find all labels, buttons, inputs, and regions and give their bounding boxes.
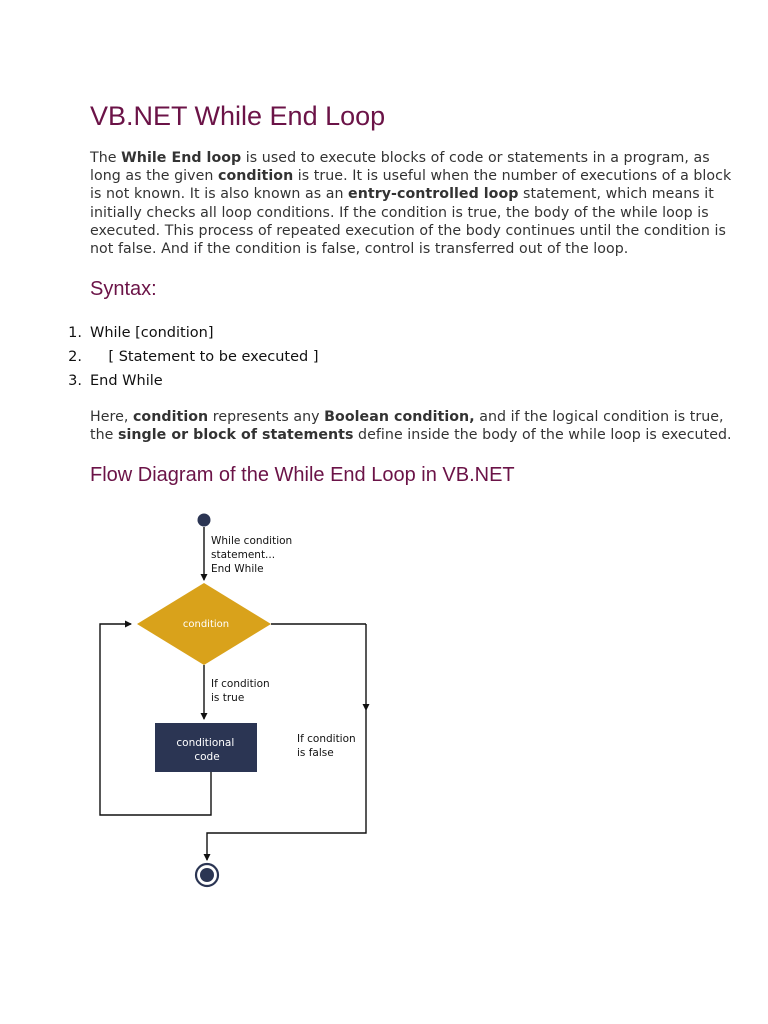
code-text: End While: [90, 373, 163, 389]
text-run: executed. This process of repeated execu…: [90, 222, 726, 239]
text-run: and if the logical condition is true,: [474, 409, 724, 425]
bold-term: single or block of statements: [118, 427, 354, 444]
intro-paragraph: The While End loop is used to execute bl…: [90, 149, 731, 258]
code-text: [ Statement to be executed ]: [90, 349, 319, 365]
code-text: While [condition]: [90, 325, 214, 341]
process-box: [155, 723, 257, 772]
line-number: 2.: [68, 349, 82, 365]
entry-label-line: While condition: [211, 535, 292, 547]
end-node: [200, 868, 214, 882]
explanation-paragraph: Here, condition represents any Boolean c…: [90, 408, 732, 444]
true-label-line: If condition: [211, 678, 270, 690]
line-number: 3.: [68, 373, 82, 389]
syntax-line: 3. End While: [0, 370, 400, 392]
process-label: conditional code: [176, 737, 237, 763]
true-label: If condition is true: [211, 678, 273, 704]
bold-term: condition: [218, 168, 294, 185]
paragraph-line: executed. This process of repeated execu…: [90, 223, 726, 239]
syntax-line: 1. While [condition]: [0, 322, 400, 344]
false-path-exit: [203, 710, 367, 861]
bold-term: Boolean condition,: [324, 409, 475, 425]
bold-term: condition: [132, 409, 209, 425]
process-label-line: conditional: [176, 737, 234, 749]
page-title: VB.NET While End Loop: [90, 101, 386, 131]
text-run: is true. It is useful when the number of…: [293, 168, 732, 185]
text-run: not false. And if the condition is false…: [90, 241, 629, 258]
decision-label: condition: [183, 619, 229, 630]
text-run: long as the given: [90, 168, 218, 185]
syntax-line: 2. [ Statement to be executed ]: [0, 346, 400, 368]
paragraph-line: the single or block of statements define…: [90, 427, 732, 443]
process-label-line: code: [194, 751, 219, 763]
bold-term: While End loop: [121, 150, 242, 166]
entry-label-line: statement...: [211, 549, 275, 561]
paragraph-line: is not known. It is also known as an ent…: [90, 186, 714, 202]
line-number: 1.: [68, 325, 82, 341]
entry-label-line: End While: [211, 563, 264, 575]
true-label-line: is true: [211, 692, 244, 704]
bold-term: entry-controlled loop: [348, 186, 519, 203]
false-label-line: is false: [297, 747, 334, 759]
text-run: is not known. It is also known as an: [90, 186, 349, 203]
false-label-line: If condition: [297, 733, 356, 745]
paragraph-line: not false. And if the condition is false…: [90, 241, 628, 257]
text-run: Here,: [90, 409, 133, 425]
text-run: the: [90, 427, 118, 444]
text-run: statement, which means it: [518, 186, 714, 203]
flow-diagram-heading: Flow Diagram of the While End Loop in VB…: [90, 464, 515, 486]
false-label: If condition is false: [297, 733, 359, 759]
entry-label: While condition statement... End While: [211, 535, 296, 575]
syntax-heading: Syntax:: [90, 278, 157, 300]
text-run: initially checks all loop conditions. If…: [90, 204, 709, 221]
text-run: define inside the body of the while loop…: [353, 427, 732, 444]
paragraph-line: initially checks all loop conditions. If…: [90, 205, 709, 221]
loop-back-arrow: [99, 620, 212, 816]
paragraph-line: The While End loop is used to execute bl…: [90, 150, 710, 166]
text-run: represents any: [208, 409, 325, 425]
text-run: is used to execute blocks of code or sta…: [241, 150, 710, 166]
decision-diamond: [137, 583, 271, 665]
start-node: [197, 513, 211, 527]
text-run: The: [90, 150, 122, 166]
paragraph-line: Here, condition represents any Boolean c…: [90, 409, 724, 425]
paragraph-line: long as the given condition is true. It …: [90, 168, 731, 184]
